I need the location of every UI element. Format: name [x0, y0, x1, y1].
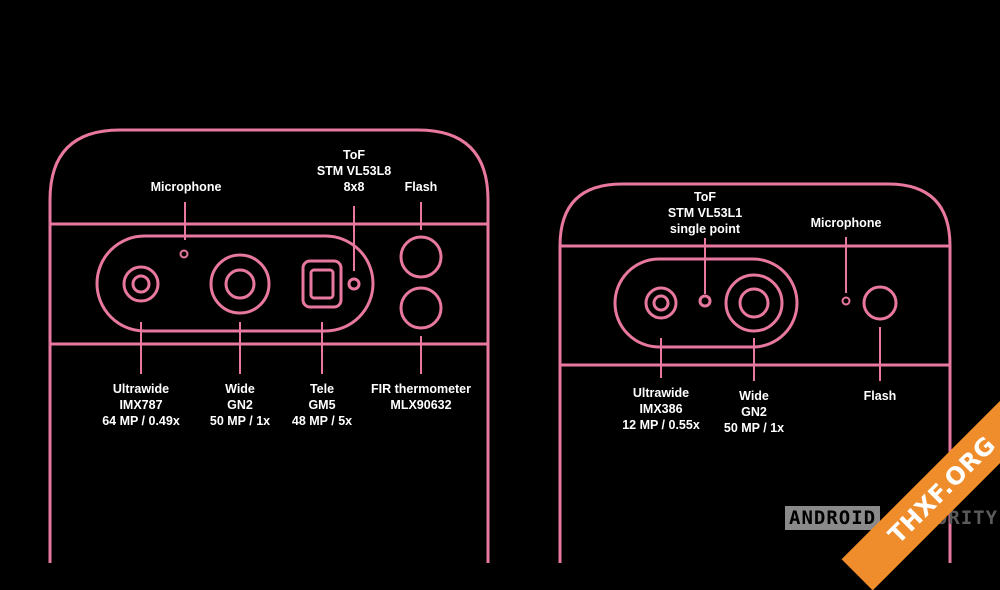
right-phone-outline — [558, 182, 952, 563]
right-microphone-hole — [841, 296, 851, 306]
left-wide-lens-outer — [209, 253, 271, 315]
left-microphone-hole — [179, 249, 189, 259]
right-wide-lens-inner — [738, 287, 770, 319]
left-tele-label: Tele GM5 48 MP / 5x — [291, 382, 353, 428]
right-flash — [862, 285, 898, 321]
left-ultrawide-lens-outer — [122, 265, 160, 303]
left-tof-label: ToF STM VL53L8 8x8 — [316, 148, 392, 194]
right-ultrawide-label: Ultrawide IMX386 12 MP / 0.55x — [622, 386, 700, 432]
left-microphone-label: Microphone — [150, 180, 222, 194]
left-wide-label: Wide GN2 50 MP / 1x — [209, 382, 271, 428]
right-ultrawide-lens-inner — [652, 294, 670, 312]
left-tele-lens-outer — [301, 259, 343, 309]
left-flash — [399, 235, 443, 279]
left-camera-module — [95, 234, 375, 333]
left-tof-sensor — [347, 277, 361, 291]
left-ultrawide-lens-inner — [131, 274, 151, 294]
left-tele-lens-inner — [309, 268, 335, 300]
left-ultrawide-label: Ultrawide IMX787 64 MP / 0.49x — [102, 382, 180, 428]
left-fir-thermometer — [399, 286, 443, 330]
right-tof-sensor — [698, 294, 712, 308]
right-ultrawide-lens-outer — [644, 286, 678, 320]
left-fir-label: FIR thermometer MLX90632 — [370, 382, 472, 412]
watermark-box-text: ANDROID — [785, 506, 881, 530]
left-flash-label: Flash — [404, 180, 438, 194]
left-wide-lens-inner — [224, 268, 256, 300]
right-flash-label: Flash — [863, 389, 897, 403]
right-microphone-label: Microphone — [810, 216, 882, 230]
right-wide-label: Wide GN2 50 MP / 1x — [723, 389, 785, 435]
left-phone-outline — [48, 128, 490, 563]
camera-layout-diagram — [48, 128, 952, 563]
right-wide-lens-outer — [724, 273, 784, 333]
right-tof-label: ToF STM VL53L1 single point — [667, 190, 743, 236]
